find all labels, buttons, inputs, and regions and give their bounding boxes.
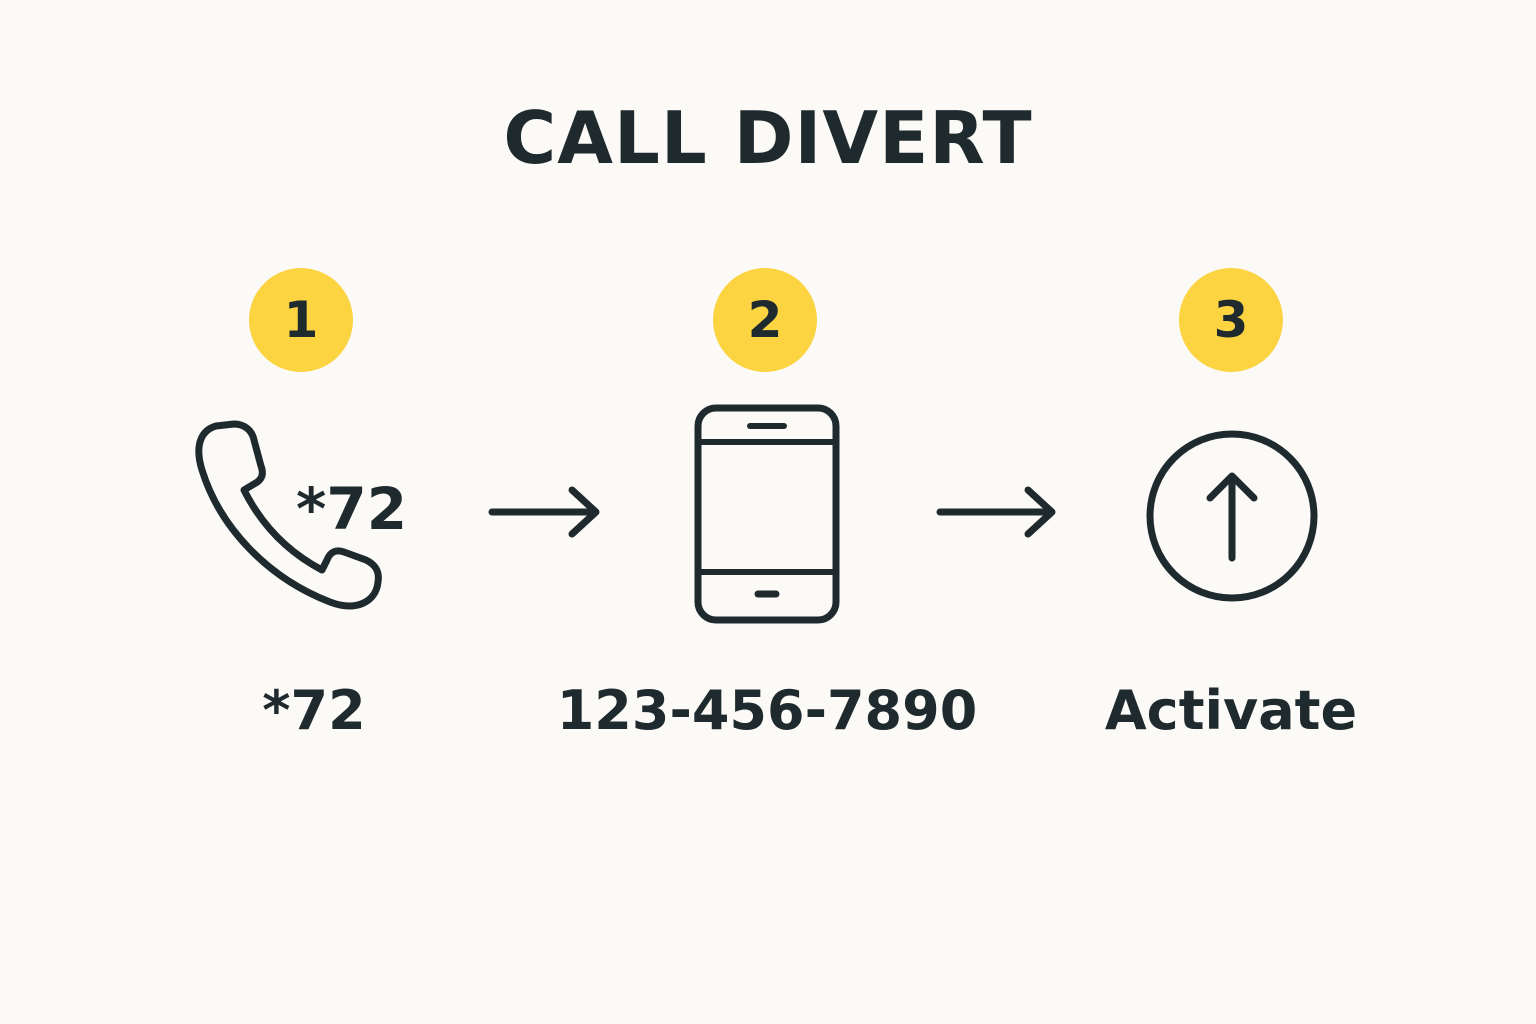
right-arrow-icon xyxy=(488,486,600,538)
step-2-badge: 2 xyxy=(713,268,817,372)
step-3-caption: Activate xyxy=(1104,679,1358,742)
dial-code-label: *72 xyxy=(296,475,408,543)
circle-up-arrow-icon xyxy=(1146,430,1318,602)
step-1-badge: 1 xyxy=(249,268,353,372)
step-3-badge: 3 xyxy=(1179,268,1283,372)
step-2-caption: 123-456-7890 xyxy=(556,679,978,742)
smartphone-icon xyxy=(694,404,840,624)
phone-handset-icon xyxy=(195,420,382,610)
step-1-caption: *72 xyxy=(262,679,366,742)
right-arrow-icon xyxy=(936,486,1056,538)
diagram-title: CALL DIVERT xyxy=(503,96,1033,180)
